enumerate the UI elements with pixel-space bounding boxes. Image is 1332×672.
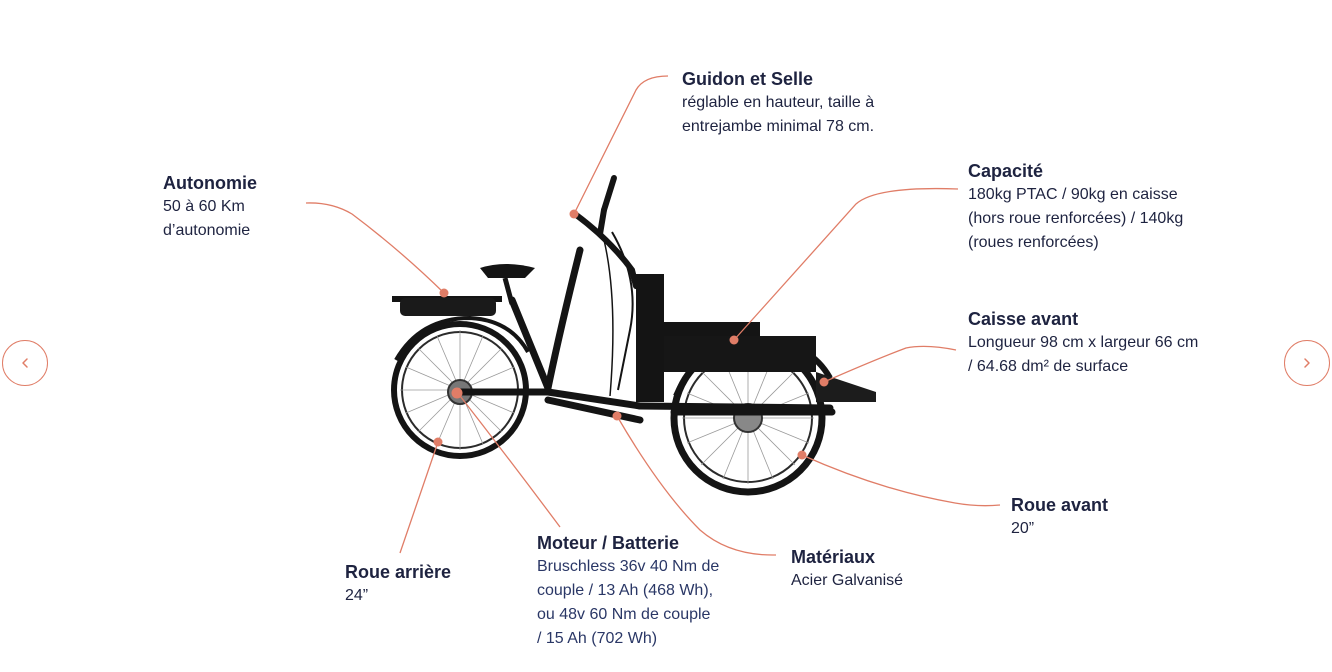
roue-avant-marker bbox=[797, 450, 807, 460]
callout-moteur: Moteur / Batterie Bruschless 36v 40 Nm d… bbox=[537, 531, 767, 651]
callout-title: Roue arrière bbox=[345, 562, 452, 582]
capacite-marker bbox=[729, 335, 739, 345]
roue-arriere-marker bbox=[433, 437, 443, 447]
callout-desc-line: ou 48v 60 Nm de couple bbox=[537, 606, 711, 623]
callout-materiaux: Matériaux Acier Galvanisé bbox=[791, 545, 971, 593]
callout-desc-line: entrejambe minimal 78 cm. bbox=[682, 118, 875, 135]
callout-title: Moteur / Batterie bbox=[537, 533, 680, 553]
callout-desc-line: Acier Galvanisé bbox=[791, 572, 904, 589]
callout-roue-avant: Roue avant 20” bbox=[1011, 493, 1171, 541]
callout-title: Caisse avant bbox=[968, 309, 1079, 329]
callout-desc-line: Bruschless 36v 40 Nm de bbox=[537, 558, 720, 575]
callout-autonomie: Autonomie 50 à 60 Km d’autonomie bbox=[163, 171, 313, 243]
callout-title: Autonomie bbox=[163, 173, 257, 193]
callout-desc-line: / 15 Ah (702 Wh) bbox=[537, 630, 658, 647]
guidon-marker bbox=[569, 209, 579, 219]
callout-title: Matériaux bbox=[791, 547, 876, 567]
callout-desc-line: 180kg PTAC / 90kg en caisse bbox=[968, 186, 1178, 203]
autonomie-marker bbox=[439, 288, 449, 298]
callout-capacite: Capacité 180kg PTAC / 90kg en caisse (ho… bbox=[968, 159, 1248, 255]
callout-desc-line: (hors roue renforcées) / 140kg bbox=[968, 210, 1184, 227]
caisse-marker bbox=[819, 377, 829, 387]
callout-desc-line: réglable en hauteur, taille à bbox=[682, 94, 875, 111]
callout-title: Capacité bbox=[968, 161, 1044, 181]
chevron-left-icon bbox=[22, 358, 28, 368]
callout-desc-line: / 64.68 dm² de surface bbox=[968, 358, 1129, 375]
callout-desc-line: d’autonomie bbox=[163, 222, 251, 239]
callout-roue-arriere: Roue arrière 24” bbox=[345, 560, 495, 608]
callout-desc-line: Longueur 98 cm x largeur 66 cm bbox=[968, 334, 1199, 351]
chevron-right-icon bbox=[1304, 358, 1310, 368]
callout-desc-line: 24” bbox=[345, 587, 369, 604]
callout-desc-line: couple / 13 Ah (468 Wh), bbox=[537, 582, 714, 599]
callout-title: Roue avant bbox=[1011, 495, 1109, 515]
callout-desc-line: 50 à 60 Km bbox=[163, 198, 245, 215]
materiaux-marker bbox=[612, 411, 622, 421]
callout-guidon: Guidon et Selle réglable en hauteur, tai… bbox=[682, 67, 942, 139]
callout-title: Guidon et Selle bbox=[682, 69, 814, 89]
moteur-marker bbox=[451, 387, 463, 399]
carousel-next-button[interactable] bbox=[1284, 340, 1330, 386]
carousel-prev-button[interactable] bbox=[2, 340, 48, 386]
callout-desc-line: 20” bbox=[1011, 520, 1035, 537]
callout-caisse: Caisse avant Longueur 98 cm x largeur 66… bbox=[968, 307, 1248, 379]
callout-desc-line: (roues renforcées) bbox=[968, 234, 1099, 251]
